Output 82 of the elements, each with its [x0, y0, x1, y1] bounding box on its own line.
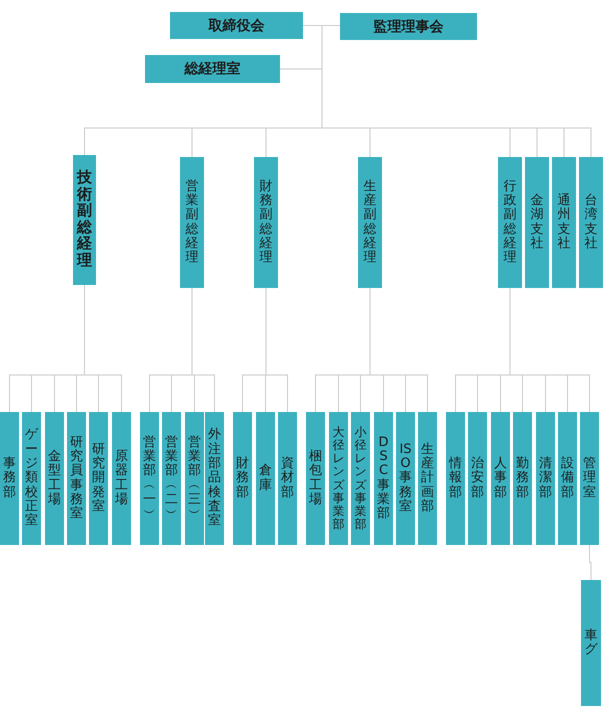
box-label: 梱包工場	[309, 450, 322, 508]
box-label: 行政副総経理	[504, 180, 516, 266]
box-label: 財務副総経理	[260, 180, 272, 266]
box-label: 研究員事務室	[70, 436, 83, 522]
box-label: 倉庫	[259, 464, 272, 493]
connector-line	[192, 288, 215, 412]
box-label: 生産計画部	[421, 442, 434, 514]
department-box	[491, 412, 510, 545]
department-box	[185, 412, 204, 545]
department-box	[22, 412, 41, 545]
department-box	[552, 157, 576, 288]
box-label: 清潔部	[539, 457, 552, 500]
department-box	[329, 412, 348, 545]
box-label: 情報部	[449, 457, 462, 500]
department-box	[374, 412, 393, 545]
box-label: 大径レンズ事業部	[332, 426, 344, 532]
department-box	[205, 412, 224, 545]
box-label: 原器工場	[115, 450, 128, 508]
department-box	[89, 412, 108, 545]
org-box	[170, 12, 303, 39]
box-label: 金湖支社	[530, 194, 544, 252]
box-label: ISO事務室	[399, 442, 412, 514]
department-box	[254, 157, 278, 288]
department-box	[112, 412, 131, 545]
connector-line	[589, 544, 592, 580]
department-box	[358, 157, 382, 288]
department-box	[580, 412, 599, 545]
box-label: 総経理室	[184, 60, 240, 78]
department-box	[73, 155, 96, 285]
department-box	[67, 412, 86, 545]
box-label: 研究開発室	[92, 442, 105, 514]
box-label: 台湾支社	[584, 194, 598, 252]
box-label: 営業部︵一︶	[143, 436, 156, 522]
department-box	[306, 412, 325, 545]
box-label: 財務部	[236, 457, 249, 500]
department-box	[558, 412, 577, 545]
box-label: 営業部︵三︶	[188, 436, 201, 522]
box-label: 営業部︵二︶	[165, 436, 178, 522]
box-label: 設備部	[561, 457, 574, 500]
department-box	[162, 412, 181, 545]
box-label: ゲージ類校正室	[25, 428, 38, 529]
connector-line	[370, 288, 428, 412]
department-box	[418, 412, 437, 545]
box-label: 外注部品検査室	[208, 428, 221, 529]
box-label: 通州支社	[558, 194, 570, 252]
box-label: 金型工場	[48, 450, 61, 508]
box-label: 資材部	[281, 457, 294, 500]
box-label: 技術副総経理	[77, 169, 92, 268]
connector-line	[266, 288, 288, 412]
department-box	[45, 412, 64, 545]
department-box	[525, 157, 549, 288]
box-label: 営業副総経理	[186, 180, 198, 266]
box-label: 車グ	[584, 628, 598, 658]
department-box	[233, 412, 252, 545]
box-label: DSC事業部	[377, 436, 390, 522]
department-box	[140, 412, 159, 545]
box-label: 人事部	[494, 457, 507, 500]
department-box	[579, 157, 603, 288]
box-label: 管理室	[583, 457, 596, 500]
org-box	[340, 13, 477, 40]
connector-line	[510, 288, 590, 412]
connector-line	[84, 284, 122, 412]
box-label: 勤務部	[516, 457, 529, 500]
department-box	[396, 412, 415, 545]
org-box	[145, 55, 280, 83]
department-box	[0, 412, 19, 545]
box-label: 事務部	[3, 457, 16, 500]
department-box	[180, 157, 204, 288]
department-box	[351, 412, 370, 545]
department-box	[278, 412, 297, 545]
department-box	[536, 412, 555, 545]
department-box	[468, 412, 487, 545]
department-box	[256, 412, 275, 545]
box-label: 取締役会	[208, 16, 264, 34]
department-box	[498, 157, 522, 288]
department-box	[581, 580, 601, 706]
box-label: 生産副総経理	[364, 180, 376, 266]
department-box	[446, 412, 465, 545]
box-label: 監理理事会	[374, 18, 444, 36]
box-label: 治安部	[471, 457, 484, 500]
box-label: 小径レンズ事業部	[354, 426, 366, 532]
department-box	[513, 412, 532, 545]
